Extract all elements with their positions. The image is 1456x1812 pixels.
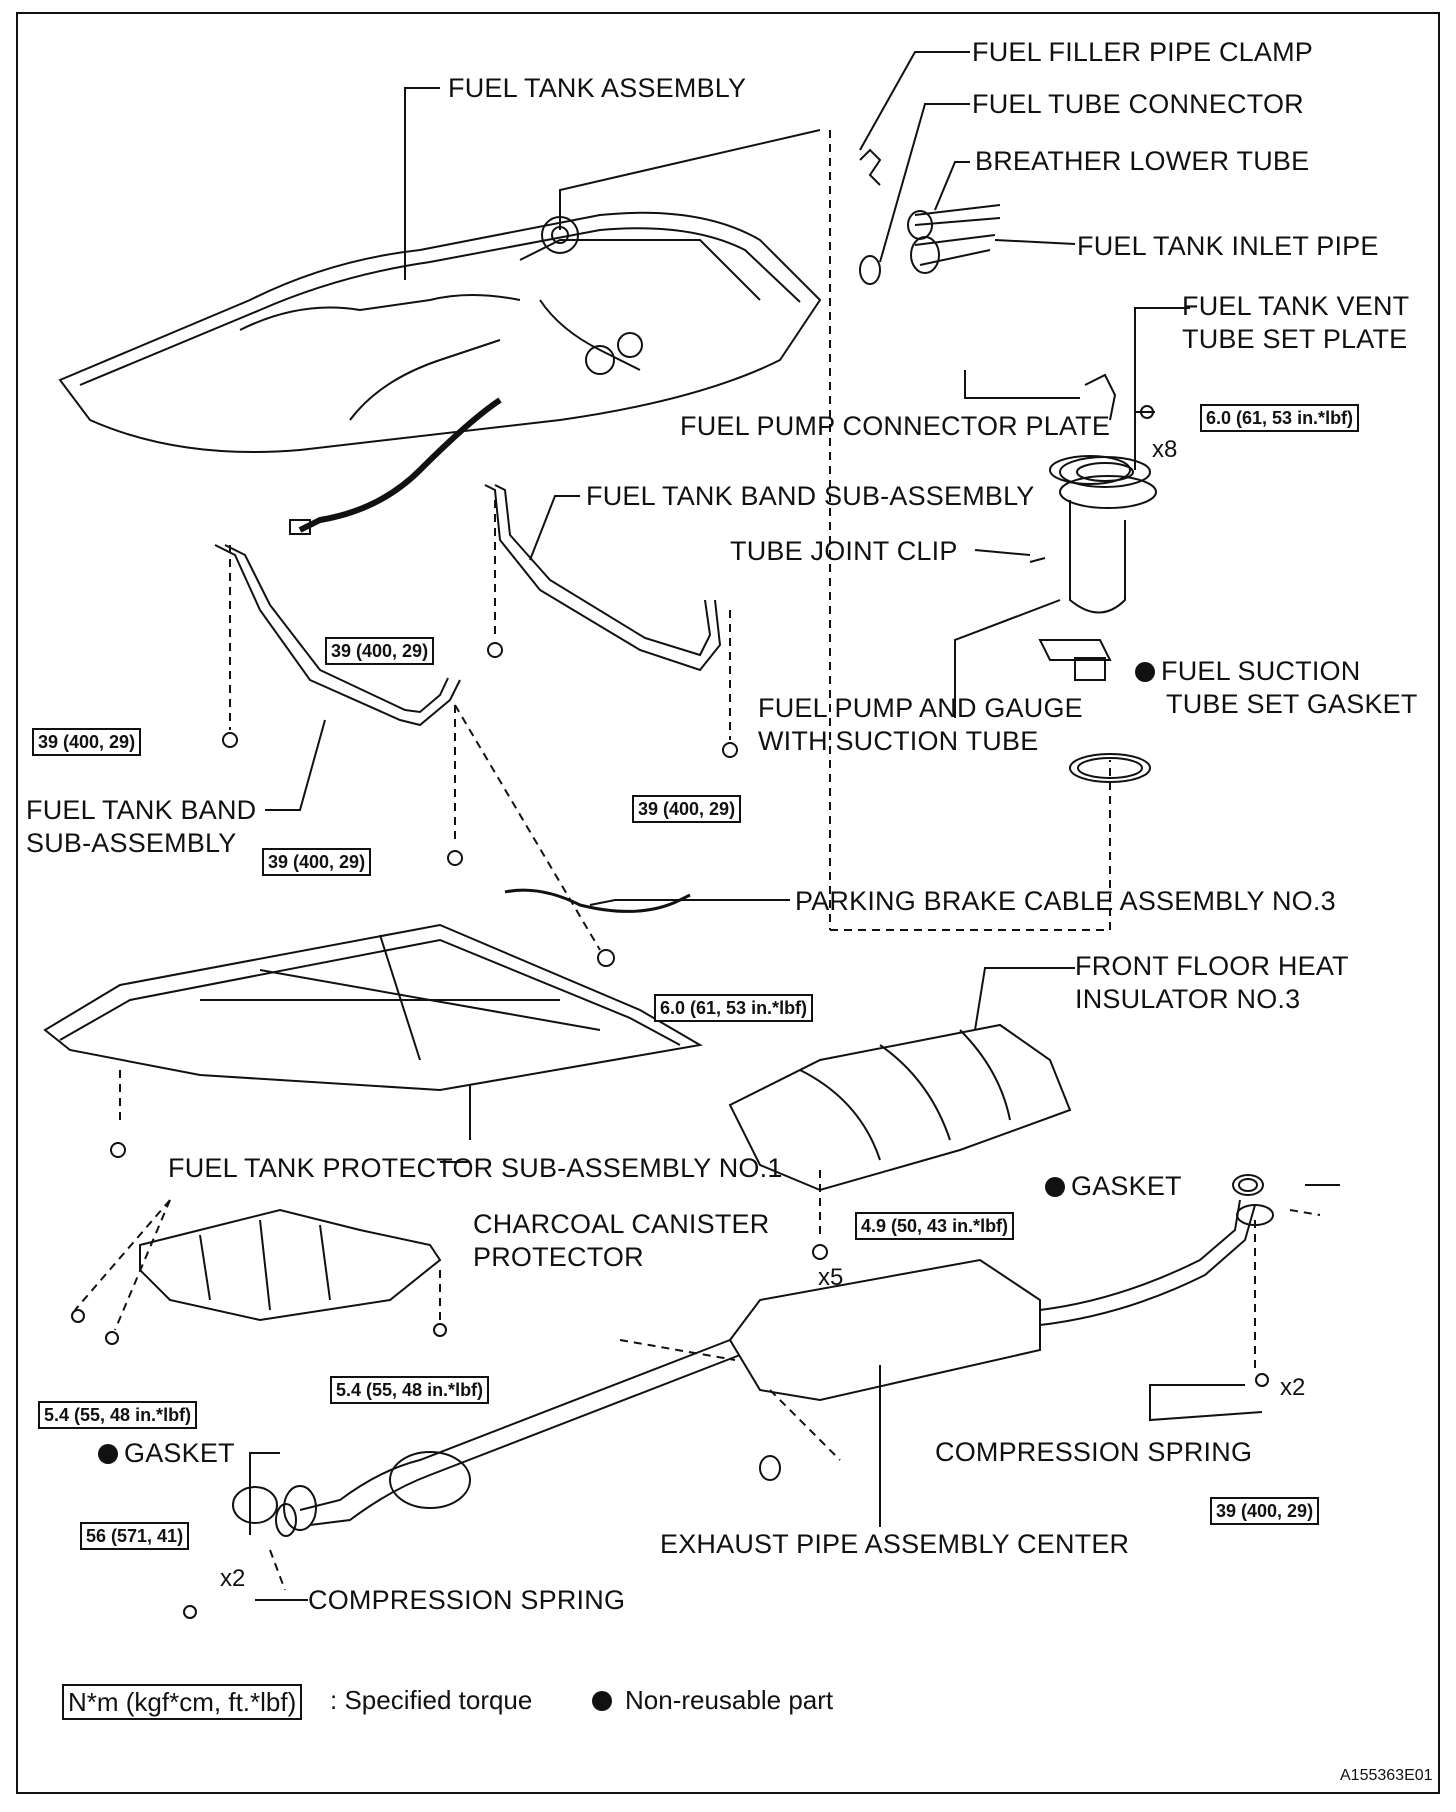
label-fuel-tank-protector: FUEL TANK PROTECTOR SUB-ASSEMBLY NO.1 <box>168 1153 783 1183</box>
legend-torque-text: : Specified torque <box>330 1685 533 1715</box>
legend-dot <box>592 1691 612 1711</box>
label-text: GASKET <box>1071 1171 1182 1201</box>
label-compression-spring-right: COMPRESSION SPRING <box>935 1437 1253 1467</box>
label-charcoal-canister-line2: PROTECTOR <box>473 1242 644 1272</box>
qty-spring-right: x2 <box>1280 1374 1306 1401</box>
torque-band-lower-left: 39 (400, 29) <box>262 848 372 876</box>
label-gasket-lower: GASKET <box>98 1437 235 1469</box>
filler-pipe-parts <box>859 148 1001 285</box>
torque-vent-plate: 6.0 (61, 53 in.*lbf) <box>1200 404 1360 432</box>
label-fuel-suction-gasket-line2: TUBE SET GASKET <box>1166 689 1418 719</box>
torque-canister-right: 5.4 (55, 48 in.*lbf) <box>330 1376 490 1404</box>
non-reusable-dot-icon <box>1045 1177 1065 1197</box>
label-heat-insulator-line1: FRONT FLOOR HEAT <box>1075 951 1349 981</box>
bolts <box>71 405 1269 1619</box>
label-fuel-tank-assembly: FUEL TANK ASSEMBLY <box>448 73 747 103</box>
torque-heat-insulator: 4.9 (50, 43 in.*lbf) <box>855 1212 1015 1240</box>
heat-insulator-drawing <box>728 1023 1072 1192</box>
torque-exhaust-left: 56 (571, 41) <box>80 1522 190 1550</box>
label-fuel-tank-band-right: FUEL TANK BAND SUB-ASSEMBLY <box>586 481 1035 511</box>
legend-torque-unit: N*m (kgf*cm, ft.*lbf) <box>62 1684 303 1720</box>
fuel-tank-drawing <box>58 129 822 535</box>
label-breather-lower-tube: BREATHER LOWER TUBE <box>975 146 1310 176</box>
label-fuel-tank-band-left-line2: SUB-ASSEMBLY <box>26 828 237 858</box>
qty-vent-plate: x8 <box>1152 436 1178 463</box>
label-fuel-tank-inlet-pipe: FUEL TANK INLET PIPE <box>1077 231 1379 261</box>
diagram-frame <box>16 12 1440 1794</box>
label-text: FUEL SUCTION <box>1161 656 1361 686</box>
leader-lines <box>249 51 1340 1601</box>
torque-band-center: 39 (400, 29) <box>325 637 435 665</box>
torque-parking-brake: 6.0 (61, 53 in.*lbf) <box>654 994 814 1022</box>
torque-canister-left: 5.4 (55, 48 in.*lbf) <box>38 1401 198 1429</box>
exhaust-pipe-drawing <box>232 1174 1274 1537</box>
parking-brake-cable-drawing <box>504 888 691 913</box>
charcoal-canister-protector-drawing <box>139 1208 442 1322</box>
label-fuel-tank-band-left-line1: FUEL TANK BAND <box>26 795 257 825</box>
label-heat-insulator-line2: INSULATOR NO.3 <box>1075 984 1301 1014</box>
qty-spring-left: x2 <box>220 1565 246 1592</box>
fuel-pump-drawing <box>1029 455 1157 783</box>
torque-band-left: 39 (400, 29) <box>32 728 142 756</box>
label-fuel-suction-gasket-line1: FUEL SUCTION <box>1135 655 1360 687</box>
label-parking-brake-cable: PARKING BRAKE CABLE ASSEMBLY NO.3 <box>795 886 1336 916</box>
label-fuel-pump-gauge-line2: WITH SUCTION TUBE <box>758 726 1039 756</box>
figure-id: A155363E01 <box>1340 1767 1433 1784</box>
label-fuel-tube-connector: FUEL TUBE CONNECTOR <box>972 89 1304 119</box>
label-text: GASKET <box>124 1438 235 1468</box>
label-gasket-upper: GASKET <box>1045 1170 1182 1202</box>
label-vent-tube-set-plate-line2: TUBE SET PLATE <box>1182 324 1408 354</box>
label-fuel-pump-gauge-line1: FUEL PUMP AND GAUGE <box>758 693 1083 723</box>
label-fuel-filler-pipe-clamp: FUEL FILLER PIPE CLAMP <box>972 37 1314 67</box>
label-compression-spring-left: COMPRESSION SPRING <box>308 1585 626 1615</box>
alignment-dashes <box>74 130 1321 1591</box>
label-charcoal-canister-line1: CHARCOAL CANISTER <box>473 1209 770 1239</box>
label-tube-joint-clip: TUBE JOINT CLIP <box>730 536 958 566</box>
label-vent-tube-set-plate-line1: FUEL TANK VENT <box>1182 291 1410 321</box>
legend-non-reusable-text: Non-reusable part <box>625 1685 834 1715</box>
torque-band-right: 39 (400, 29) <box>632 795 742 823</box>
fuel-tank-bands <box>214 484 722 727</box>
qty-heat-insulator: x5 <box>818 1264 844 1291</box>
label-exhaust-pipe-center: EXHAUST PIPE ASSEMBLY CENTER <box>660 1529 1130 1559</box>
fuel-tank-protector-drawing <box>43 923 703 1092</box>
label-fuel-pump-connector-plate: FUEL PUMP CONNECTOR PLATE <box>680 411 1111 441</box>
non-reusable-dot-icon <box>1135 662 1155 682</box>
non-reusable-dot-icon <box>98 1444 118 1464</box>
torque-exhaust-right: 39 (400, 29) <box>1210 1497 1320 1525</box>
